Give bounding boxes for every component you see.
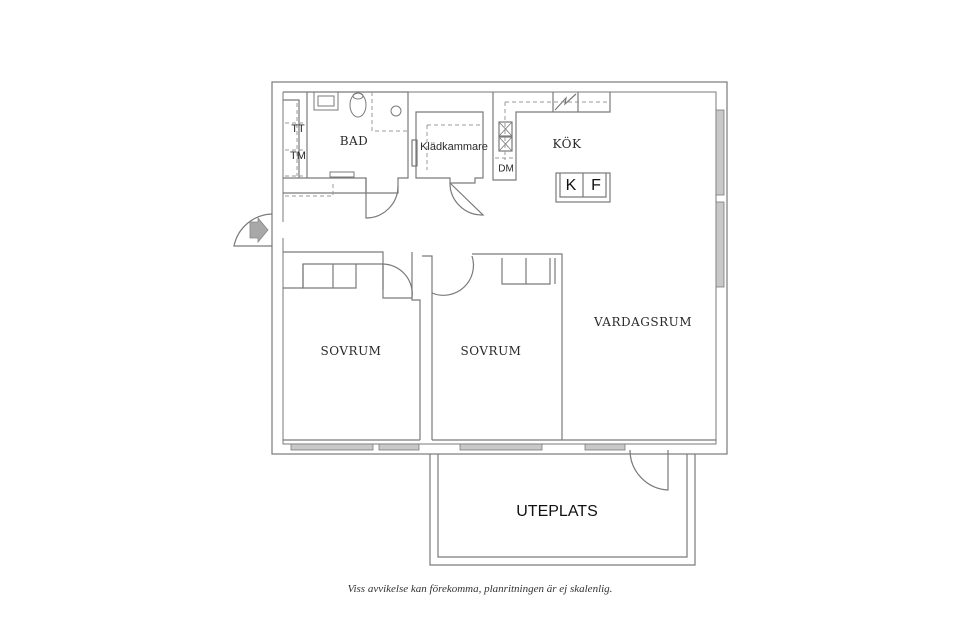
toilet-tank bbox=[352, 92, 364, 100]
counter-dashed bbox=[504, 101, 610, 160]
fixture-label-k: K bbox=[565, 177, 577, 194]
room-label-bad: BAD bbox=[339, 134, 369, 148]
bed2-west-wall bbox=[422, 255, 433, 440]
washer-dashed bbox=[285, 103, 305, 177]
shower-dashed bbox=[371, 92, 408, 132]
wardrobe-bed1 bbox=[302, 264, 357, 289]
bed1-door bbox=[382, 263, 413, 299]
sink bbox=[313, 91, 339, 111]
wardrobe-bed2 bbox=[501, 258, 556, 285]
bed2-north-wall bbox=[472, 253, 563, 440]
room-label-sovrum-1: SOVRUM bbox=[320, 344, 382, 358]
fridge-freezer-lines bbox=[559, 173, 607, 198]
sink-basin bbox=[317, 95, 335, 107]
bed2-door bbox=[431, 255, 475, 296]
patio-door bbox=[629, 449, 669, 491]
patio-outer bbox=[429, 454, 696, 566]
hall-south-wall bbox=[283, 251, 384, 264]
room-label-kok: KÖK bbox=[552, 137, 582, 151]
closet-door bbox=[449, 182, 485, 216]
patio-inner bbox=[437, 454, 688, 558]
closet-shelf bbox=[411, 139, 418, 167]
window-kitchen bbox=[715, 109, 725, 196]
entrance-door bbox=[233, 213, 273, 247]
window-bed2 bbox=[459, 443, 543, 451]
fixture-label-dm: DM bbox=[498, 163, 514, 175]
shower-head bbox=[390, 105, 402, 117]
room-label-kladkammare: Klädkammare bbox=[420, 141, 488, 153]
fixture-label-tt: TT bbox=[291, 123, 305, 135]
window-living-east bbox=[715, 201, 725, 288]
toilet bbox=[349, 92, 367, 118]
stove-zigzag bbox=[554, 93, 577, 111]
closet-dashed bbox=[426, 124, 483, 170]
disclaimer-text: Viss avvikelse kan förekomma, planritnin… bbox=[347, 583, 613, 595]
room-label-uteplats: UTEPLATS bbox=[516, 503, 598, 520]
window-living bbox=[584, 443, 626, 451]
room-label-sovrum-2: SOVRUM bbox=[460, 344, 522, 358]
room-label-vardagsrum: VARDAGSRUM bbox=[593, 315, 693, 329]
oven-1 bbox=[498, 121, 513, 137]
bed1-east-wall bbox=[411, 252, 421, 440]
washer-niche bbox=[283, 99, 300, 178]
fixture-label-f: F bbox=[591, 177, 601, 194]
window-bed1-a bbox=[290, 443, 374, 451]
inner-wall-line bbox=[282, 91, 717, 445]
hall-closet-dashed bbox=[285, 184, 334, 197]
entrance-arrow-icon bbox=[249, 216, 269, 244]
bath-radiator bbox=[329, 171, 355, 178]
window-bed1-b bbox=[378, 443, 420, 451]
outer-wall bbox=[271, 81, 728, 455]
closet-wall bbox=[415, 111, 484, 184]
oven-cross bbox=[498, 121, 513, 152]
fixture-label-tm: TM bbox=[290, 150, 306, 162]
bath-door bbox=[365, 178, 399, 219]
kitchen-counter bbox=[492, 92, 611, 181]
